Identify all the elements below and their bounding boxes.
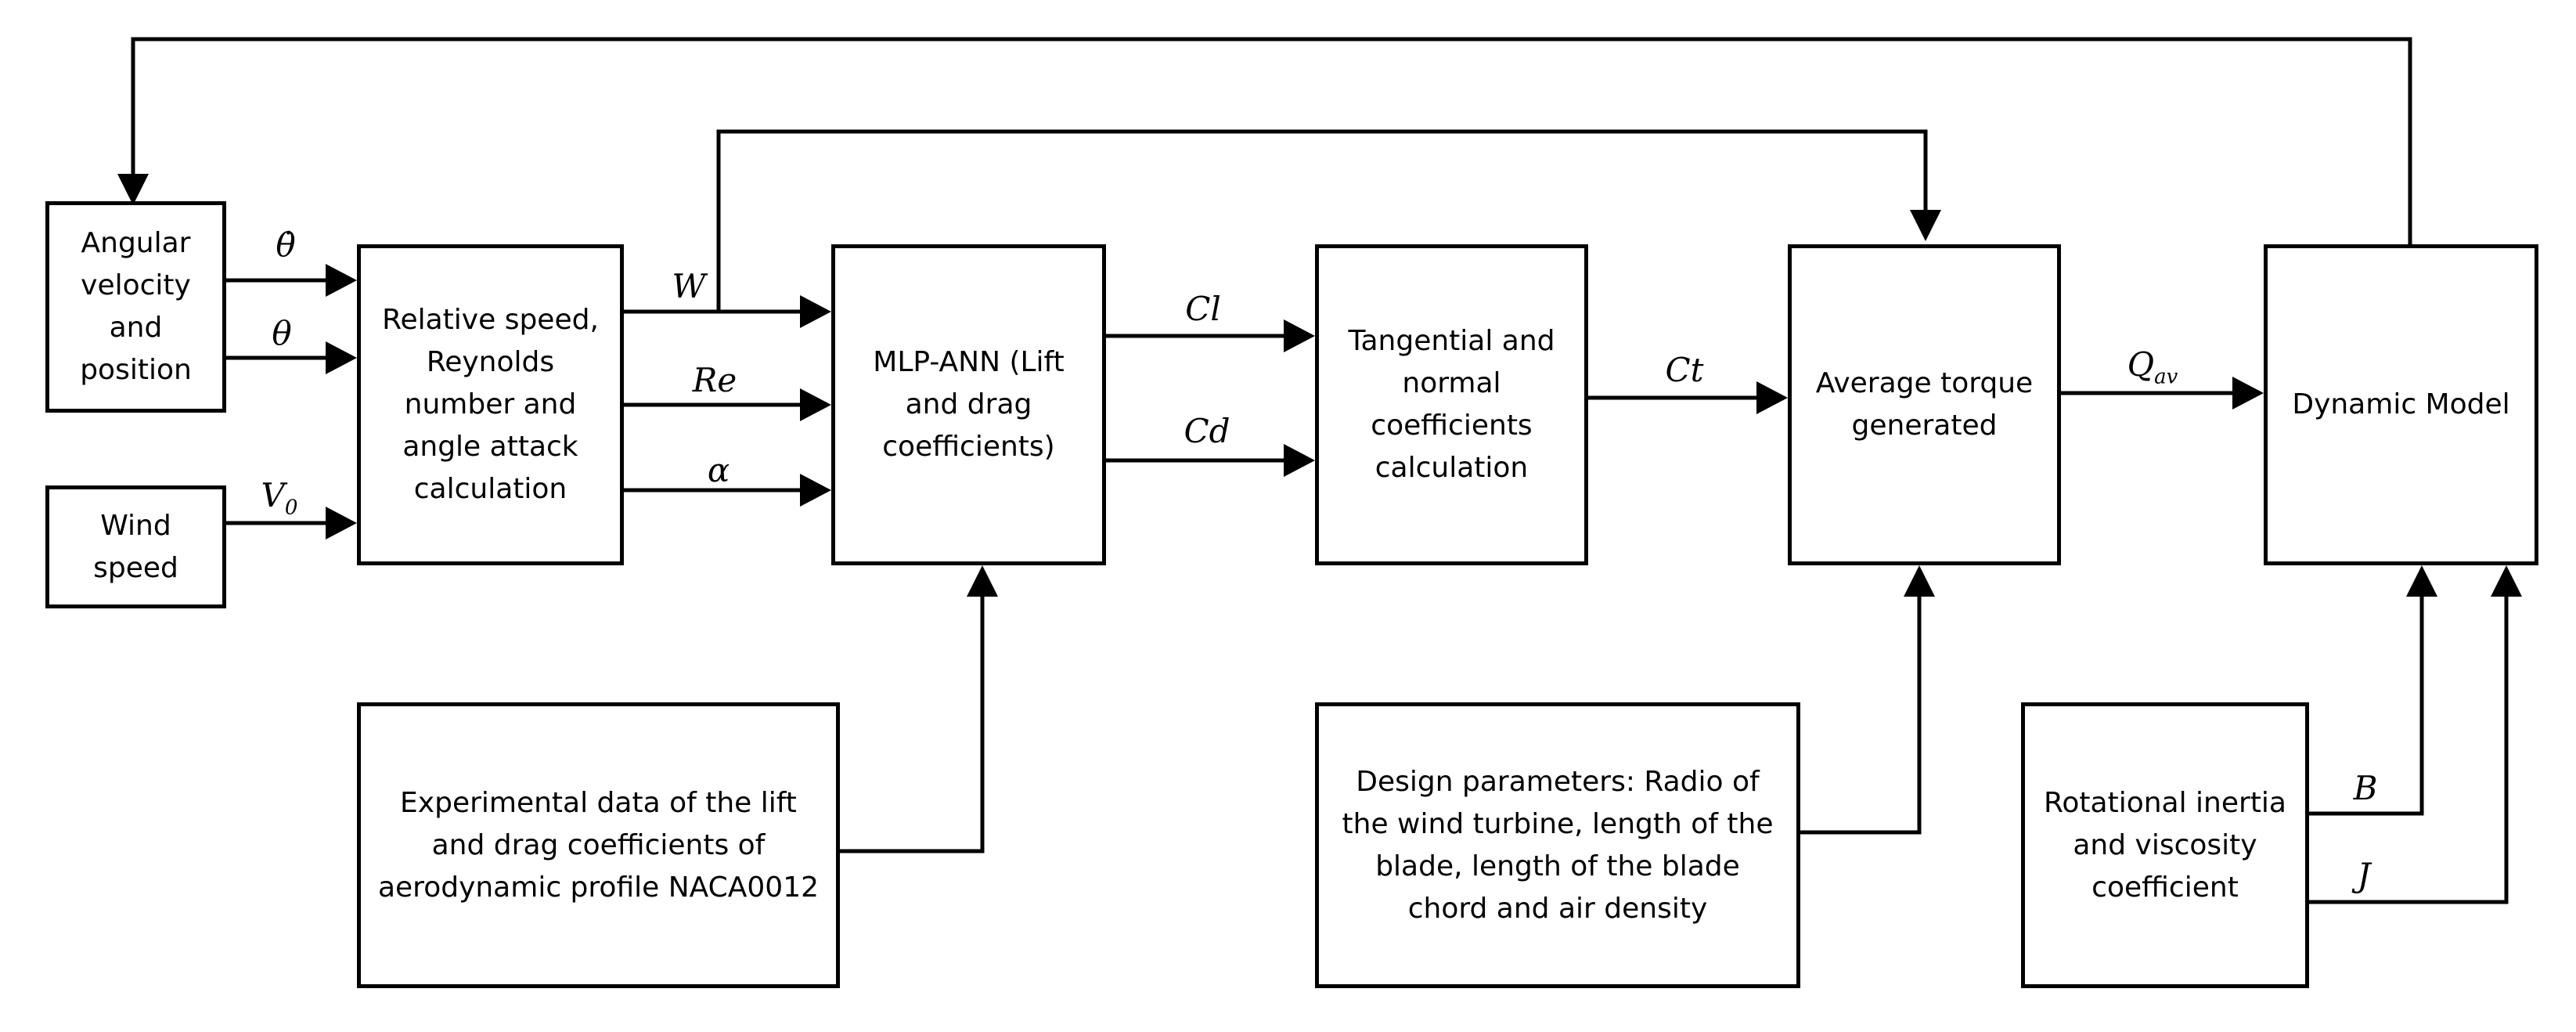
design-params-line — [1800, 594, 1922, 835]
dynamic-model-label: Dynamic Model — [2292, 388, 2510, 420]
cd-arrowhead — [1284, 444, 1315, 477]
theta-label: θ — [272, 314, 292, 352]
rotational-inertia-label: Rotational inertia and viscosity coeffic… — [2043, 786, 2286, 904]
re-arrowhead — [800, 388, 831, 421]
ct-arrowhead — [1756, 381, 1788, 414]
feedback-arrowhead — [117, 174, 149, 205]
qav-label: Qav — [2127, 345, 2178, 389]
theta-dot-arrowhead — [326, 264, 357, 297]
b-arrowhead — [2406, 565, 2437, 597]
wind-speed-label: Wind speed — [93, 509, 178, 584]
dynamic-model-block: Dynamic Model — [2264, 244, 2538, 565]
w-branch-arrowhead — [1910, 210, 1941, 241]
alpha-label: α — [707, 451, 730, 489]
rotational-inertia-block: Rotational inertia and viscosity coeffic… — [2021, 702, 2309, 988]
w-branch-line — [716, 129, 1928, 312]
experimental-data-block: Experimental data of the lift and drag c… — [357, 702, 840, 988]
cd-label: Cd — [1184, 412, 1230, 450]
alpha-arrowhead — [800, 474, 831, 507]
j-arrowhead — [2491, 565, 2522, 597]
tangential-coefficients-label: Tangential and normal coefficients calcu… — [1348, 325, 1555, 484]
relative-speed-block: Relative speed, Reynolds number and angl… — [357, 244, 624, 565]
wind-speed-block: Wind speed — [45, 485, 226, 608]
theta-arrowhead — [326, 341, 357, 374]
v0-label: V0 — [261, 476, 298, 520]
cl-label: Cl — [1185, 290, 1221, 328]
theta-dot-label: θ̇ — [276, 226, 296, 264]
design-parameters-block: Design parameters: Radio of the wind tur… — [1315, 702, 1800, 988]
w-arrowhead — [800, 295, 831, 328]
average-torque-label: Average torque generated — [1815, 367, 2034, 442]
mlp-ann-label: MLP-ANN (Lift and drag coefficients) — [873, 346, 1065, 463]
j-line — [2309, 594, 2509, 904]
qav-arrowhead — [2232, 377, 2264, 410]
angular-velocity-block: Angular velocity and position — [45, 201, 226, 413]
relative-speed-label: Relative speed, Reynolds number and angl… — [382, 304, 599, 505]
design-params-arrowhead — [1904, 565, 1935, 597]
experimental-data-label: Experimental data of the lift and drag c… — [377, 786, 820, 904]
cl-arrowhead — [1284, 319, 1315, 352]
feedback-line — [131, 37, 2412, 244]
w-label: W — [672, 267, 706, 305]
b-line — [2309, 594, 2424, 816]
tangential-coefficients-block: Tangential and normal coefficients calcu… — [1315, 244, 1588, 565]
mlp-ann-block: MLP-ANN (Lift and drag coefficients) — [831, 244, 1106, 565]
design-parameters-label: Design parameters: Radio of the wind tur… — [1342, 765, 1774, 925]
angular-velocity-label: Angular velocity and position — [80, 227, 192, 386]
b-label: B — [2353, 769, 2378, 807]
average-torque-block: Average torque generated — [1788, 244, 2061, 565]
experimental-line — [840, 594, 985, 853]
j-label: J — [2357, 856, 2371, 894]
experimental-arrowhead — [967, 565, 998, 597]
v0-arrowhead — [326, 507, 357, 539]
ct-label: Ct — [1665, 351, 1704, 389]
re-label: Re — [692, 361, 737, 399]
